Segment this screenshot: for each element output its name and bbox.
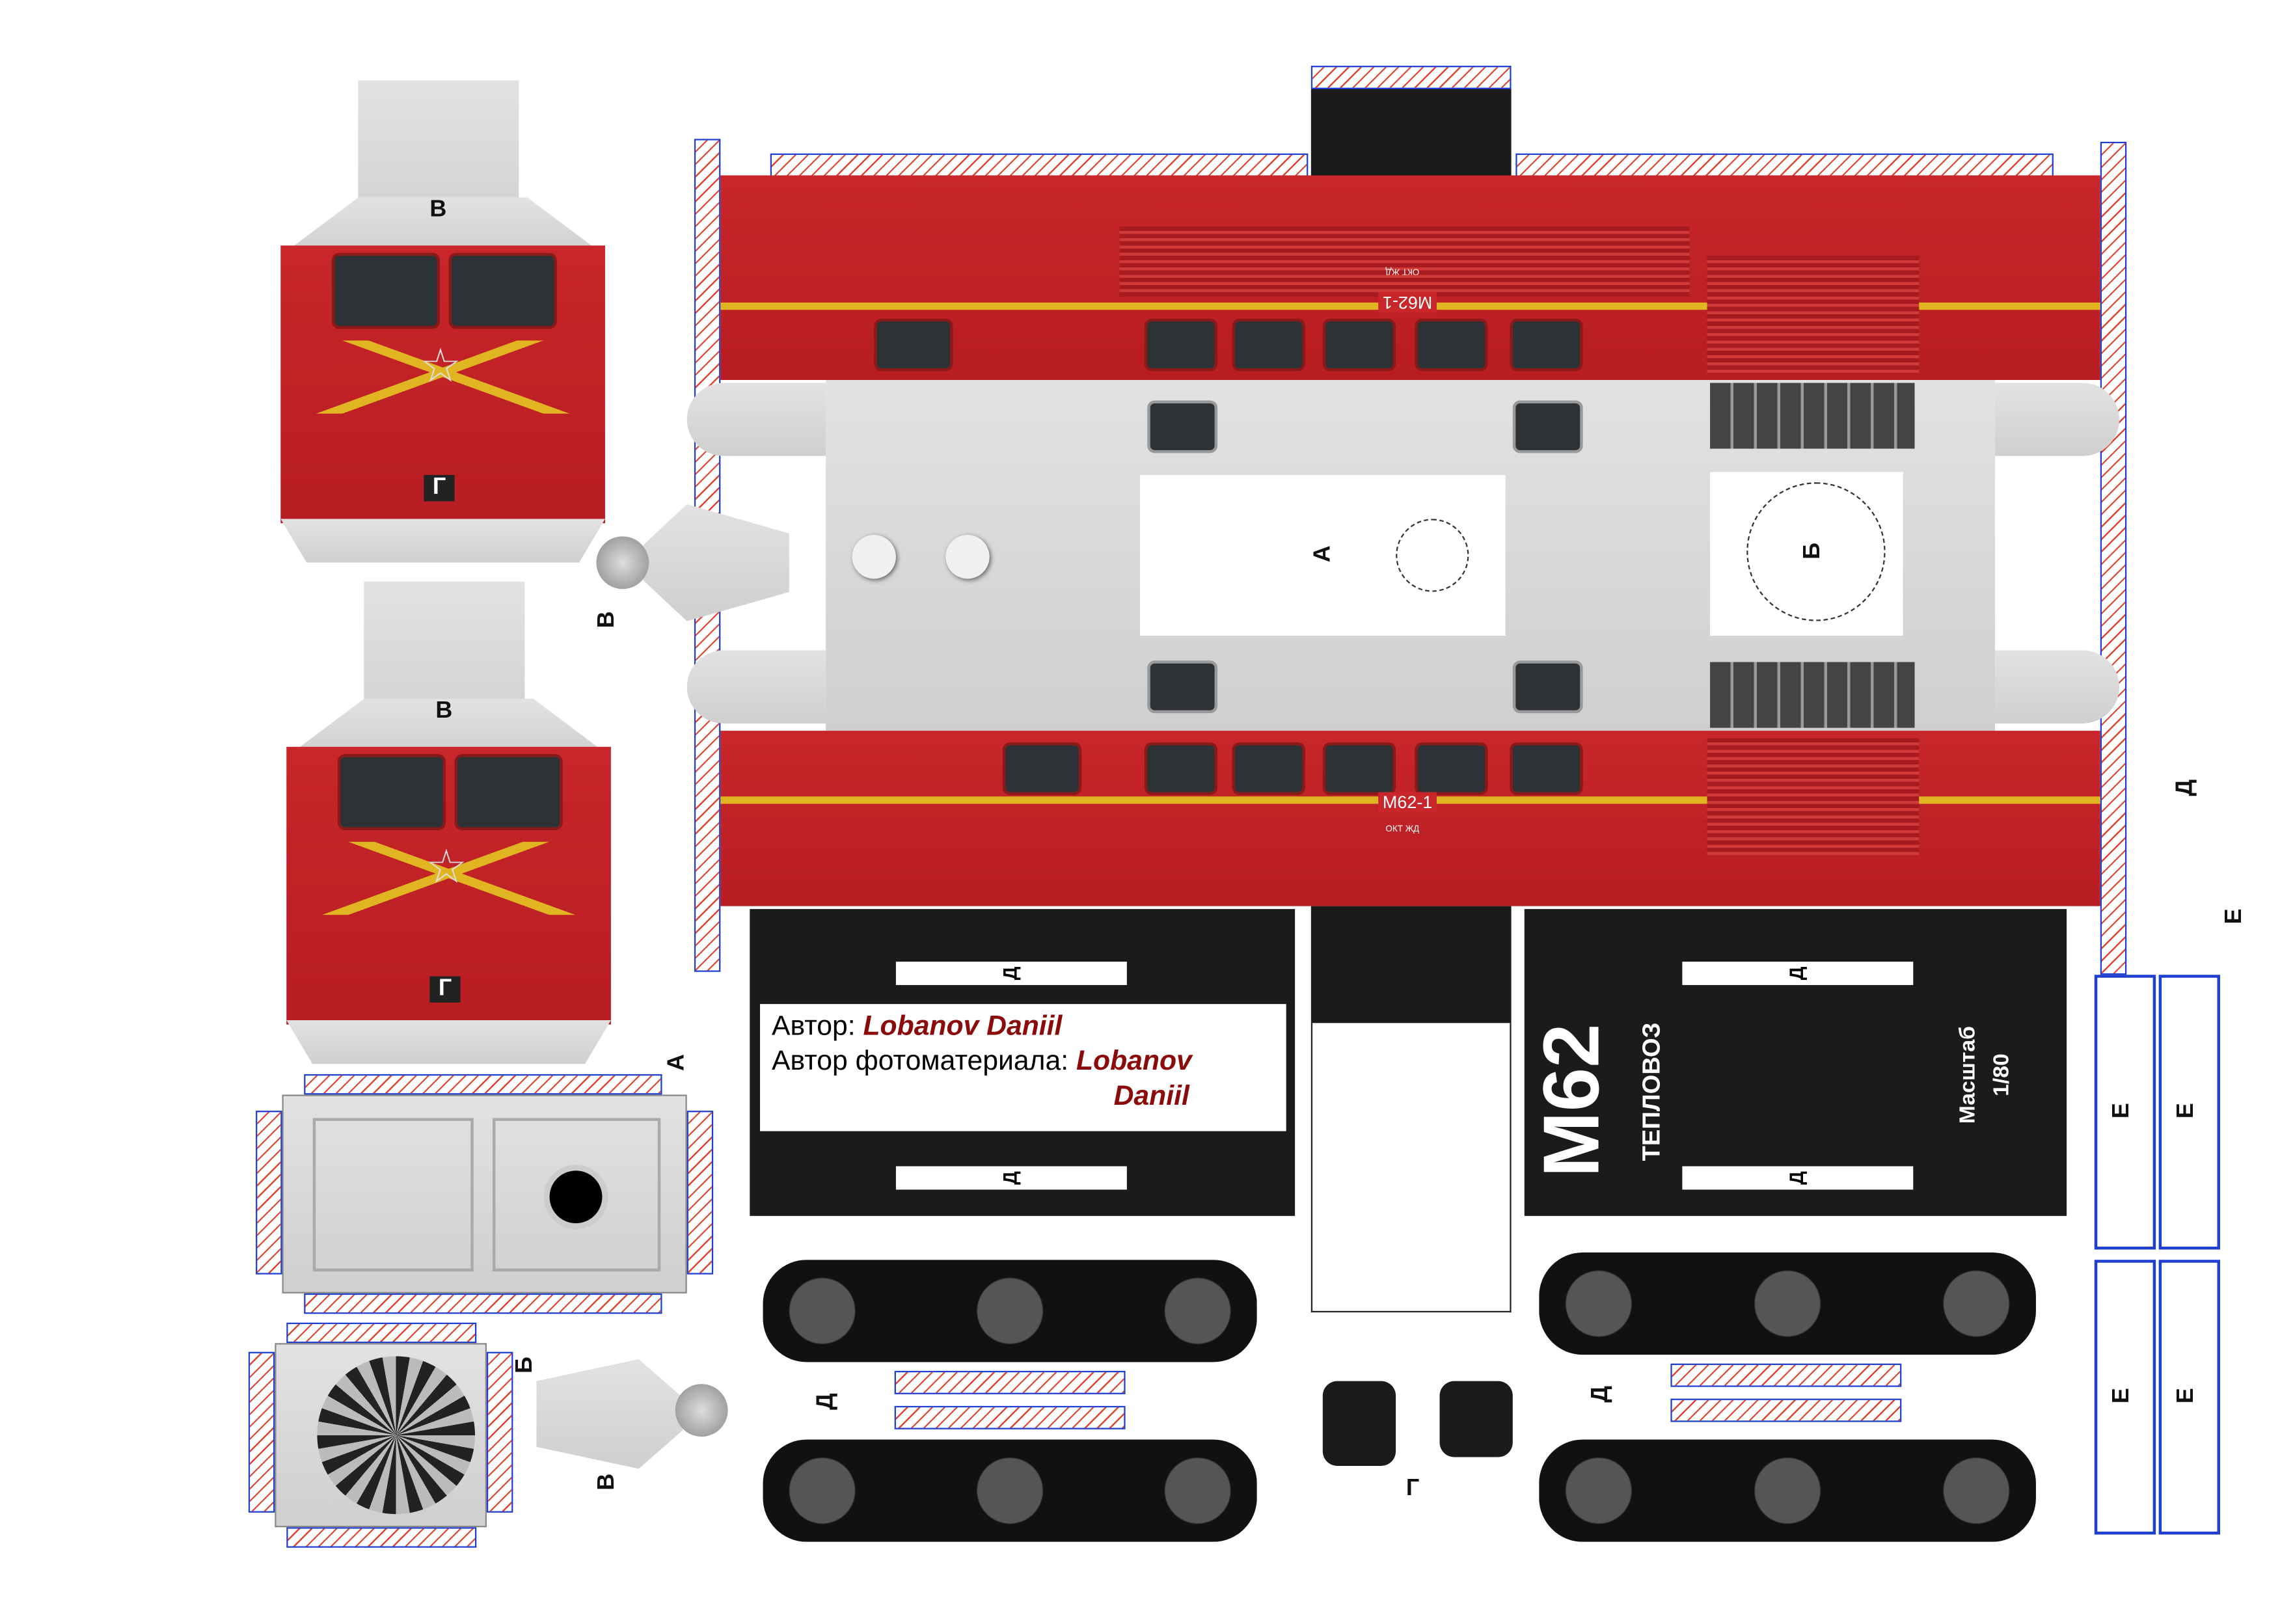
roof-end-right [1995,383,2119,456]
bogie [1539,1252,2036,1355]
glue-tab [486,1351,513,1513]
glue-tab [304,1293,662,1314]
railway-label: ОКТ ЖД [1385,826,1420,835]
bogie [763,1260,1257,1362]
bogie [1539,1439,2036,1542]
glue-tab [1670,1398,1902,1422]
railway-label: ОКТ ЖД [1385,265,1420,275]
front-cab-2: ☆ В Г [286,581,611,1064]
part-label-d: Д [1588,1386,1614,1403]
glue-tab [686,1111,714,1275]
headlight [596,536,649,589]
glue-tab [1515,153,2054,177]
model-title: M62 [1528,1023,1616,1178]
part-label-d: Д [1785,1171,1808,1185]
glue-tab [286,1322,477,1344]
loco-type: ТЕПЛОВОЗ [1637,1022,1666,1161]
loco-number: M62-1 [1378,292,1437,313]
roof-hatch [1310,89,1512,177]
glue-tab [256,1111,282,1275]
scale-label: Масштаб [1955,1026,1981,1124]
coupler [1439,1381,1513,1457]
glue-tab [1310,66,1512,90]
author-name: Lobanov Daniil [863,1011,1063,1042]
floor-panel-left: Д Д Автор: Lobanov Daniil Автор фотомате… [750,909,1296,1216]
strip-e: Е [2158,975,2220,1250]
glue-tab [894,1370,1126,1394]
part-label-g: Г [424,475,455,502]
floor-panel-right: Д Д M62 ТЕПЛОВОЗ Масштаб 1/80 [1524,909,2067,1216]
part-label-d: Д [813,1393,839,1410]
part-label-a: А [664,1054,690,1071]
part-label-v: В [594,1473,619,1491]
roof-end-left [686,383,826,456]
part-label-b: Б [1800,542,1825,560]
part-label-v: В [594,611,619,629]
roof-end-left [686,650,826,724]
exhaust-box [282,1094,687,1293]
floor-center-blank [1310,1023,1512,1313]
part-label-a: А [1310,545,1336,563]
part-label-d: Д [999,966,1022,981]
fan-icon [317,1356,476,1515]
roof-end-right [1995,650,2119,724]
glue-tab [286,1527,477,1548]
scale-value: 1/80 [1989,1053,2015,1096]
glue-tab [1670,1363,1902,1387]
glue-tab [894,1405,1126,1429]
part-label-e: Е [2221,908,2247,925]
bogie [763,1439,1257,1542]
nose-part [536,1359,683,1469]
strip-e: Е [2094,1260,2156,1535]
author-label: Автор: [771,1011,856,1042]
glue-tab [248,1351,275,1513]
coupler [1322,1381,1396,1466]
floor-center [1310,906,1512,1023]
part-label-v: В [429,197,447,223]
glue-tab [770,153,1309,177]
photo-author-name-cont: Daniil [1113,1081,1189,1113]
nose-part [643,504,789,621]
part-label-v: В [435,698,453,724]
glue-tab [304,1074,662,1095]
glue-tab [2100,141,2127,975]
part-label-d: Д [2173,779,2198,796]
front-cab-1: ☆ В Г [280,80,605,563]
roof: А Б [826,380,1996,731]
part-label-d: Д [999,1171,1022,1185]
part-label-g: Г [1405,1476,1420,1501]
photo-author-name: Lobanov [1076,1046,1192,1077]
headlight [675,1384,728,1437]
part-label-b: Б [512,1357,538,1374]
loco-number: M62-1 [1378,792,1437,813]
part-label-d: Д [1785,966,1808,981]
fan-panel [275,1343,487,1528]
strip-e: Е [2158,1260,2220,1535]
credits-box: Автор: Lobanov Daniil Автор фотоматериал… [760,1004,1286,1131]
strip-e: Е [2094,975,2156,1250]
body-side-lower: M62-1 ОКТ ЖД [720,731,2100,906]
body-side-upper: M62-1 ОКТ ЖД [720,175,2100,381]
photo-author-label: Автор фотоматериала: [771,1046,1069,1077]
part-label-g: Г [429,976,461,1003]
